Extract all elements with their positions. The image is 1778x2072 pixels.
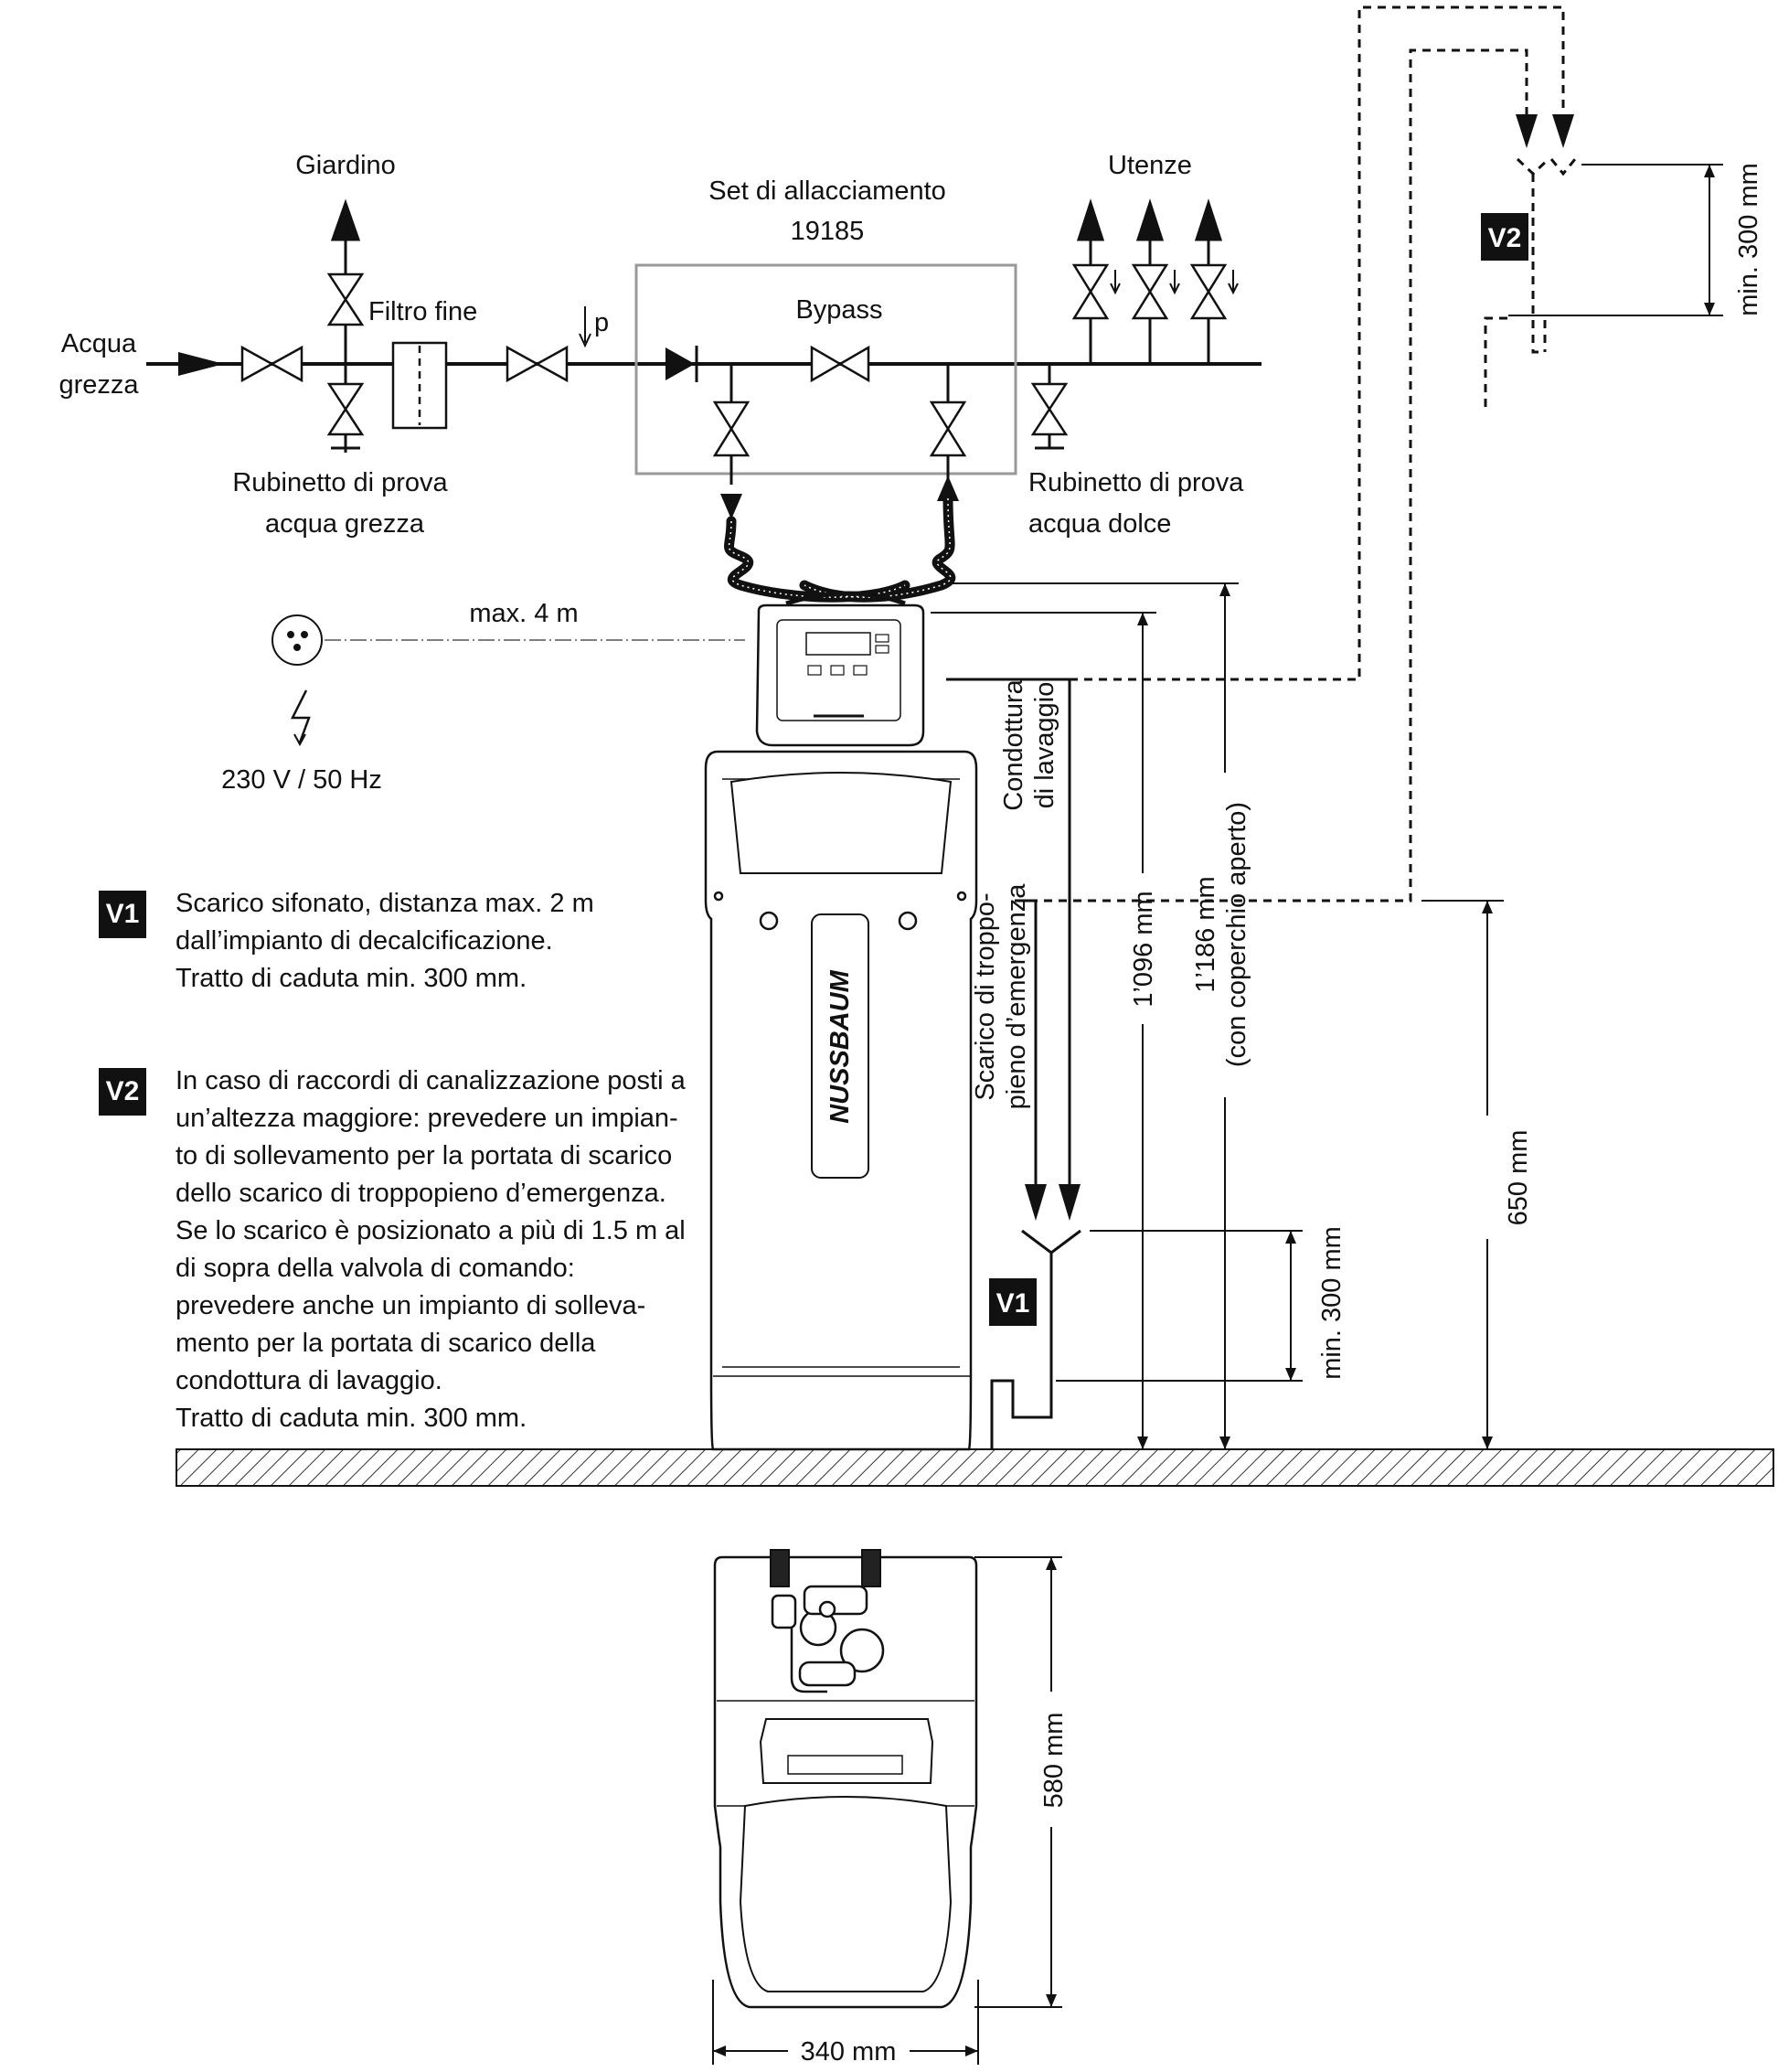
down-arrow-icon [720, 494, 742, 519]
v2-note-line: prevedere anche un impianto di solleva- [176, 1291, 646, 1320]
text-labels: Acqua grezza Giardino Filtro fine p Set … [59, 151, 1763, 2067]
power-socket-icon [271, 614, 323, 666]
connection-set-label-1: Set di allacciamento [708, 176, 946, 206]
v2-note-line: dello scarico di troppopieno d’emergenza… [176, 1179, 666, 1208]
set-down-valves [712, 364, 967, 485]
floor [176, 1448, 1774, 1487]
raw-water-label-2: grezza [59, 370, 139, 400]
soft-water-test-tap [1030, 364, 1069, 450]
svg-text:V1: V1 [996, 1288, 1030, 1319]
softener-cabinet [704, 750, 978, 1451]
v2-note-line: di sopra della valvola di comando: [176, 1254, 575, 1283]
pressure-point-icon [579, 306, 591, 348]
raw-water-label-1: Acqua [61, 329, 137, 358]
v2-note-line: condottura di lavaggio. [176, 1366, 442, 1395]
dim-1096-label: 1’096 mm [1129, 891, 1158, 1007]
garden-branch [326, 198, 365, 453]
valve-before-set [506, 345, 569, 383]
v2-diagram-badge: V2 [1481, 213, 1528, 261]
dim-580-label: 580 mm [1039, 1713, 1069, 1809]
fine-filter [391, 341, 448, 430]
consumers-label: Utenze [1108, 151, 1192, 180]
hose-ribs [728, 497, 952, 598]
v2-note-line: un’altezza maggiore: prevedere un impian… [176, 1104, 678, 1133]
voltage-label: 230 V / 50 Hz [221, 765, 382, 795]
check-valve-icon [665, 346, 698, 382]
v2-note-line: In caso di raccordi di canalizzazione po… [176, 1066, 686, 1095]
outlet-handles [1110, 270, 1239, 295]
v1-note: Scarico sifonato, distanza max. 2 m dall… [176, 885, 594, 998]
v2-note: In caso di raccordi di canalizzazione po… [176, 1063, 686, 1437]
drain-arrow-2 [1059, 1184, 1081, 1221]
dimension-arrowheads [713, 165, 1715, 2056]
v1-note-line: Scarico sifonato, distanza max. 2 m [176, 889, 594, 918]
soft-test-tap-label-2: acqua dolce [1028, 509, 1171, 539]
v2-note-line: to di sollevamento per la portata di sca… [176, 1141, 673, 1170]
consumer-outlets [1071, 198, 1228, 364]
pressure-label: p [594, 308, 609, 337]
lightning-icon [290, 689, 311, 743]
garden-label: Giardino [295, 151, 396, 180]
v2-dashed-lines [1015, 5, 1577, 902]
svg-text:V2: V2 [1488, 223, 1522, 253]
raw-test-tap-label-2: acqua grezza [265, 509, 425, 539]
inlet-valve [240, 345, 303, 383]
up-arrow-icon [937, 475, 959, 501]
bypass-label: Bypass [795, 295, 882, 325]
dim-v1-min300-label: min. 300 mm [1317, 1226, 1347, 1380]
v2-arrow-2 [1552, 114, 1574, 148]
overflow-label-1: Scarico di troppo- [971, 892, 1000, 1100]
cabinet-brand: NUSSBAUM [825, 969, 855, 1123]
dim-340-label: 340 mm [801, 2037, 897, 2067]
v2-note-badge: V2 [99, 1068, 146, 1116]
dim-1186-label-2: (con coperchio aperto) [1222, 802, 1251, 1067]
overflow-label-2: pieno d’emergenza [1002, 883, 1031, 1110]
hoses [724, 493, 956, 603]
soft-test-tap-label-1: Rubinetto di prova [1028, 468, 1244, 497]
v2-arrow-1 [1516, 114, 1538, 148]
inlet-arrow [178, 352, 224, 376]
v1-note-badge: V1 [99, 891, 146, 938]
connection-set-label-2: 19185 [791, 217, 865, 246]
dim-1186-label-1: 1’186 mm [1191, 876, 1220, 992]
drain-arrow-1 [1025, 1184, 1047, 1221]
dim-650-label: 650 mm [1504, 1130, 1533, 1226]
v1-diagram-badge: V1 [989, 1278, 1037, 1326]
v1-funnel [990, 1229, 1081, 1449]
v2-note-line: Tratto di caduta min. 300 mm. [176, 1404, 527, 1433]
max-distance-label: max. 4 m [469, 599, 578, 628]
fine-filter-label: Filtro fine [368, 297, 477, 326]
rinse-line-label-1: Condottura [999, 678, 1028, 810]
dim-v2-min300-label: min. 300 mm [1734, 163, 1763, 316]
v1-note-line: dall’impianto di decalcificazione. [176, 926, 553, 956]
control-head [755, 591, 925, 747]
connection-set-box [634, 263, 1017, 475]
bypass-valve [810, 345, 870, 383]
v1-note-line: Tratto di caduta min. 300 mm. [176, 964, 527, 993]
v2-note-line: mento per la portata di scarico della [176, 1329, 596, 1358]
raw-test-tap-label-1: Rubinetto di prova [232, 468, 448, 497]
v2-note-line: Se lo scarico è posizionato a più di 1.5… [176, 1216, 686, 1245]
top-view-unit [713, 1549, 978, 2009]
rinse-line-label-2: di lavaggio [1030, 682, 1059, 809]
